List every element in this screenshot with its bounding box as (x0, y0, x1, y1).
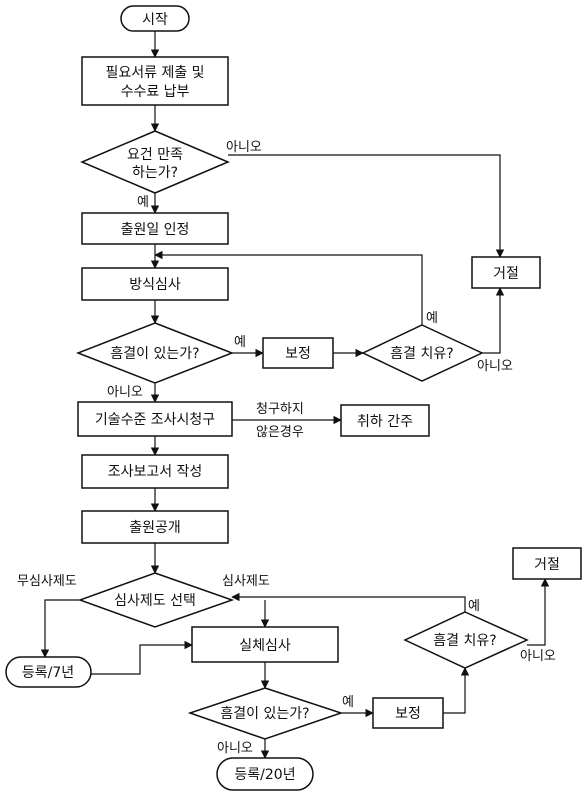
node-defect-decision-2: 흠결이 있는가? (187, 687, 344, 740)
submit-label-line2: 수수료 납부 (121, 84, 190, 100)
defect2-no-label: 아니오 (217, 741, 253, 756)
node-publication: 출원공개 (81, 510, 229, 544)
node-deemed-withdrawn: 취하 간주 (340, 404, 430, 437)
req-no-label: 아니오 (226, 140, 262, 155)
node-register-7: 등록/7년 (5, 656, 92, 688)
connectors (40, 31, 550, 759)
node-defect-decision-1: 흠결이 있는가? (75, 322, 235, 384)
publication-label: 출원공개 (129, 520, 181, 536)
defect2-yes-label: 예 (342, 695, 354, 710)
edge-req-reject (228, 154, 505, 258)
exam-system-label: 심사제도 (222, 574, 270, 589)
node-formality-exam: 방식심사 (81, 267, 229, 301)
node-cure-decision-2: 흠결 치유? (403, 611, 529, 669)
edge-amend-cure2 (443, 667, 470, 714)
start-label: 시작 (142, 12, 168, 28)
node-cure-decision-1: 흠결 치유? (361, 324, 484, 382)
cure2-no-label: 아니오 (520, 649, 556, 664)
filing-date-label: 출원일 인정 (121, 222, 190, 238)
edge-cure2-reject (527, 578, 550, 646)
edge-cure1-reject (482, 287, 505, 354)
node-filing-date: 출원일 인정 (81, 212, 229, 245)
cure1-label: 흠결 치유? (390, 346, 453, 362)
submit-label-line1: 필요서류 제출 및 (105, 65, 204, 81)
node-amend-1: 보정 (262, 337, 334, 369)
substantive-label: 실체심사 (239, 638, 291, 654)
node-substantive-exam: 실체심사 (191, 626, 339, 663)
register7-label: 등록/7년 (22, 665, 74, 681)
node-start: 시작 (120, 5, 190, 32)
req-yes-label: 예 (137, 195, 149, 210)
edge-cure2-select (231, 592, 466, 612)
defect1-yes-label: 예 (234, 335, 246, 350)
search-report-label: 조사보고서 작성 (108, 464, 203, 480)
node-amend-2: 보정 (372, 697, 444, 729)
node-reject-1: 거절 (471, 256, 541, 289)
node-reject-2: 거절 (512, 547, 582, 580)
node-search-report: 조사보고서 작성 (81, 454, 229, 489)
edge-register7-substantive (91, 640, 193, 675)
node-requirements-decision: 요건 만족 하는가? (80, 130, 230, 194)
not-request-label-line2: 않은경우 (256, 425, 304, 440)
formality-label: 방식심사 (129, 277, 181, 293)
withdrawn-label: 취하 간주 (357, 414, 413, 430)
node-submit-documents: 필요서류 제출 및 수수료 납부 (81, 56, 229, 106)
edge-select-register7 (40, 599, 80, 658)
cure2-label: 흠결 치유? (433, 633, 496, 649)
select-system-label: 심사제도 선택 (114, 593, 196, 609)
cure1-yes-label: 예 (426, 311, 438, 326)
amend1-label: 보정 (285, 346, 311, 362)
not-request-label-line1: 청구하지 (256, 402, 304, 417)
edge-labels: 아니오 예 예 아니오 예 아니오 청구하지 않은경우 무심사제도 심사제도 예… (17, 140, 556, 756)
reject2-label: 거절 (534, 557, 560, 573)
no-exam-system-label: 무심사제도 (17, 574, 77, 589)
req-label-line2: 하는가? (132, 165, 178, 181)
req-label-line1: 요건 만족 (127, 147, 183, 163)
node-register-20: 등록/20년 (216, 757, 314, 791)
defect1-label: 흠결이 있는가? (110, 346, 199, 362)
defect2-label: 흠결이 있는가? (220, 706, 309, 722)
cure2-yes-label: 예 (468, 599, 480, 614)
cure1-no-label: 아니오 (477, 359, 513, 374)
amend2-label: 보정 (395, 706, 421, 722)
reject1-label: 거절 (493, 266, 519, 282)
tech-request-label: 기술수준 조사시청구 (95, 412, 215, 428)
edge-cure1-formality (154, 250, 423, 325)
defect1-no-label: 아니오 (107, 385, 143, 400)
node-select-system: 심사제도 선택 (77, 572, 235, 628)
register20-label: 등록/20년 (234, 767, 295, 783)
node-tech-search-request: 기술수준 조사시청구 (77, 401, 233, 437)
